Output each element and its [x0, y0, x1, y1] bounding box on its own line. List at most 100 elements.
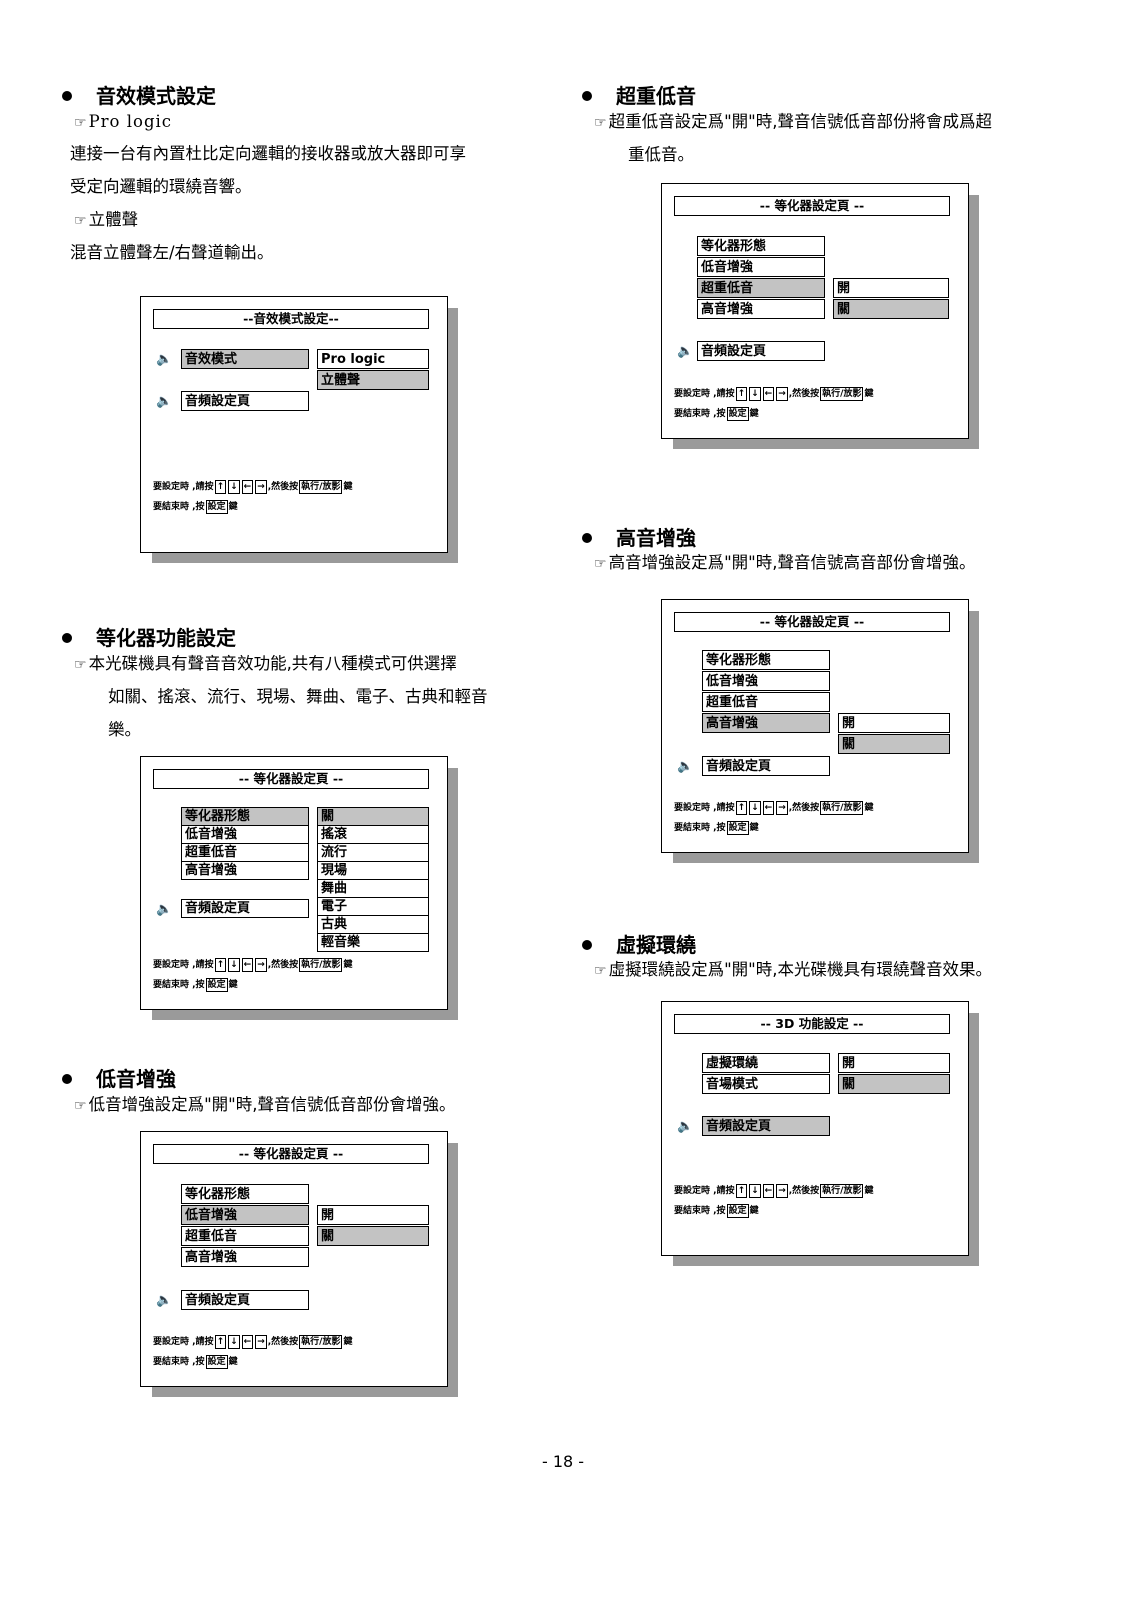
menu-item-bass-boost[interactable]: 低音增強 [702, 671, 830, 691]
speaker-icon: 🔈 [677, 1119, 694, 1134]
eq-option[interactable]: 古典 [317, 915, 429, 934]
bass-boost-menu-screen: -- 等化器設定頁 -- 等化器形態 低音增強 超重低音 高音增強 開 關 🔈 … [140, 1131, 448, 1387]
menu-title: -- 等化器設定頁 -- [153, 1144, 429, 1164]
eq-option[interactable]: 舞曲 [317, 879, 429, 898]
eq-option[interactable]: 搖滾 [317, 825, 429, 844]
arrow-right-icon: → [776, 387, 788, 401]
arrow-right-icon: → [255, 1335, 267, 1349]
sub-heading-stereo: ☞立體聲 [74, 210, 139, 229]
menu-item-subwoofer[interactable]: 超重低音 [181, 1226, 309, 1246]
menu-item-subwoofer[interactable]: 超重低音 [697, 278, 825, 298]
arrow-up-icon: ↑ [214, 1335, 227, 1349]
menu-item-treble-boost[interactable]: 高音增強 [702, 713, 830, 733]
bullet-icon [62, 90, 72, 101]
menu-item-bass-boost[interactable]: 低音增強 [181, 825, 309, 844]
instruction-line: 要設定時 ,請按↑↓←→,然後按執行/放影鍵 [674, 801, 874, 815]
instruction-line: 要設定時 ,請按↑↓←→,然後按執行/放影鍵 [674, 1184, 874, 1198]
menu-item-treble-boost[interactable]: 高音增強 [181, 861, 309, 880]
menu-item-subwoofer[interactable]: 超重低音 [702, 692, 830, 712]
arrow-down-icon: ↓ [228, 480, 240, 494]
arrow-up-icon: ↑ [735, 1184, 748, 1198]
speaker-icon: 🔈 [677, 344, 694, 359]
bullet-icon [582, 90, 592, 101]
menu-item-audio-page[interactable]: 音頻設定頁 [702, 756, 830, 776]
option-off[interactable]: 關 [317, 1226, 429, 1246]
arrow-up-icon: ↑ [214, 480, 227, 494]
menu-item-bass-boost[interactable]: 低音增強 [697, 257, 825, 277]
instruction-line: 要結束時 ,按設定鍵 [153, 1355, 238, 1369]
arrow-left-icon: ← [762, 801, 775, 815]
pointing-hand-icon: ☞ [594, 556, 607, 572]
arrow-up-icon: ↑ [735, 801, 748, 815]
menu-item-eq-type[interactable]: 等化器形態 [181, 807, 309, 826]
option-stereo[interactable]: 立體聲 [317, 370, 429, 390]
sub-heading-pro-logic: ☞Pro logic [74, 112, 173, 131]
menu-item-eq-type[interactable]: 等化器形態 [181, 1184, 309, 1204]
section-heading-audio-mode: 音效模式設定 [62, 80, 216, 109]
option-on[interactable]: 開 [838, 713, 950, 733]
bullet-icon [582, 532, 592, 543]
instruction-line: 要結束時 ,按設定鍵 [153, 978, 238, 992]
arrow-right-icon: → [776, 801, 788, 815]
arrow-up-icon: ↑ [735, 387, 748, 401]
audio-mode-menu-screen: --音效模式設定-- 🔈 音效模式 Pro logic 立體聲 🔈 音頻設定頁 … [140, 296, 448, 553]
menu-item-bass-boost[interactable]: 低音增強 [181, 1205, 309, 1225]
arrow-left-icon: ← [241, 1335, 254, 1349]
menu-item-treble-boost[interactable]: 高音增強 [697, 299, 825, 319]
paragraph: 混音立體聲左/右聲道輸出。 [70, 243, 274, 262]
pointing-hand-icon: ☞ [74, 115, 87, 131]
option-on[interactable]: 開 [838, 1053, 950, 1073]
paragraph: ☞超重低音設定爲"開"時,聲音信號低音部份將會成爲超 [594, 112, 992, 131]
arrow-down-icon: ↓ [749, 387, 761, 401]
section-heading-treble: 高音增強 [582, 522, 696, 551]
menu-item-audio-mode[interactable]: 音效模式 [181, 349, 309, 369]
menu-item-subwoofer[interactable]: 超重低音 [181, 843, 309, 862]
page-number: - 18 - [542, 1452, 585, 1471]
arrow-down-icon: ↓ [749, 1184, 761, 1198]
pointing-hand-icon: ☞ [74, 657, 87, 673]
eq-option[interactable]: 輕音樂 [317, 933, 429, 952]
pointing-hand-icon: ☞ [74, 213, 87, 229]
eq-option[interactable]: 電子 [317, 897, 429, 916]
paragraph: 受定向邏輯的環繞音響。 [70, 177, 252, 196]
pointing-hand-icon: ☞ [74, 1098, 87, 1114]
paragraph: ☞高音增強設定爲"開"時,聲音信號高音部份會增強。 [594, 553, 976, 572]
instruction-line: 要設定時 ,請按↑↓←→,然後按執行/放影鍵 [153, 480, 353, 494]
option-on[interactable]: 開 [833, 278, 949, 298]
menu-item-treble-boost[interactable]: 高音增強 [181, 1247, 309, 1267]
menu-item-audio-page[interactable]: 音頻設定頁 [181, 1290, 309, 1310]
treble-boost-menu-screen: -- 等化器設定頁 -- 等化器形態 低音增強 超重低音 高音增強 開 關 🔈 … [661, 599, 969, 853]
eq-option[interactable]: 現場 [317, 861, 429, 880]
menu-item-audio-page[interactable]: 音頻設定頁 [181, 899, 309, 918]
option-pro-logic[interactable]: Pro logic [317, 349, 429, 369]
eq-option[interactable]: 流行 [317, 843, 429, 862]
arrow-down-icon: ↓ [228, 1335, 240, 1349]
menu-item-audio-page[interactable]: 音頻設定頁 [702, 1116, 830, 1136]
bullet-icon [62, 1073, 72, 1084]
subwoofer-menu-screen: -- 等化器設定頁 -- 等化器形態 低音增強 超重低音 高音增強 開 關 🔈 … [661, 183, 969, 439]
menu-item-audio-page[interactable]: 音頻設定頁 [697, 341, 825, 361]
paragraph: ☞低音增強設定爲"開"時,聲音信號低音部份會增強。 [74, 1095, 456, 1114]
menu-title: -- 等化器設定頁 -- [674, 612, 950, 632]
instruction-line: 要結束時 ,按設定鍵 [674, 1204, 759, 1218]
option-on[interactable]: 開 [317, 1205, 429, 1225]
option-off[interactable]: 關 [838, 1074, 950, 1094]
arrow-up-icon: ↑ [214, 958, 227, 972]
paragraph: 如關、搖滾、流行、現場、舞曲、電子、古典和輕音 [108, 687, 488, 706]
arrow-left-icon: ← [762, 1184, 775, 1198]
menu-item-eq-type[interactable]: 等化器形態 [697, 236, 825, 256]
menu-item-virtual-surround[interactable]: 虛擬環繞 [702, 1053, 830, 1073]
arrow-left-icon: ← [241, 480, 254, 494]
paragraph: 重低音。 [628, 145, 694, 164]
speaker-icon: 🔈 [156, 902, 173, 917]
pointing-hand-icon: ☞ [594, 963, 607, 979]
menu-title: -- 等化器設定頁 -- [674, 196, 950, 216]
menu-item-audio-page[interactable]: 音頻設定頁 [181, 391, 309, 411]
eq-option[interactable]: 關 [317, 807, 429, 826]
menu-item-eq-type[interactable]: 等化器形態 [702, 650, 830, 670]
menu-item-sound-field[interactable]: 音場模式 [702, 1074, 830, 1094]
option-off[interactable]: 關 [833, 299, 949, 319]
instruction-line: 要設定時 ,請按↑↓←→,然後按執行/放影鍵 [674, 387, 874, 401]
instruction-line: 要結束時 ,按設定鍵 [674, 407, 759, 421]
option-off[interactable]: 關 [838, 734, 950, 754]
